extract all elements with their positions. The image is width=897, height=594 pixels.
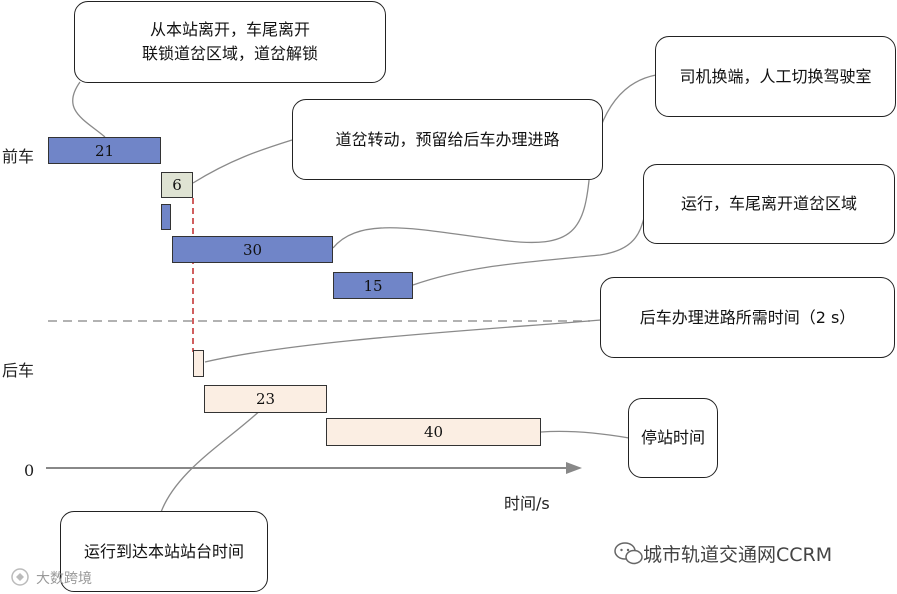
time-axis-arrow — [566, 462, 582, 474]
callout-arrive: 运行到达本站站台时间 — [60, 511, 268, 592]
bar-23: 23 — [204, 385, 327, 413]
bar-15: 15 — [333, 272, 413, 299]
connector-route-time — [204, 319, 602, 363]
wechat-icon — [614, 542, 643, 565]
axis-x-label: 时间/s — [504, 494, 550, 513]
callout-leave-station-line1: 从本站离开，车尾离开 — [149, 20, 310, 39]
callout-change-cab: 司机换端，人工切换驾驶室 — [655, 36, 896, 117]
connector-leave-station — [72, 81, 106, 138]
axis-zero-label: 0 — [24, 461, 35, 480]
connector-switch-turn — [192, 139, 293, 184]
callout-leave-station: 从本站离开，车尾离开 联锁道岔区域，道岔解锁 — [74, 1, 386, 83]
brand-logo-icon — [11, 568, 29, 586]
connector-change-cab — [332, 74, 657, 249]
callout-dwell: 停站时间 — [628, 398, 718, 478]
watermark-brand: 大数跨境 — [36, 571, 92, 587]
connector-dwell — [540, 430, 630, 439]
callout-leave-station-line2: 联锁道岔区域，道岔解锁 — [141, 44, 318, 63]
bar-30: 30 — [172, 236, 333, 263]
back-train-label: 后车 — [2, 361, 35, 380]
bar-6: 6 — [161, 172, 193, 198]
bar-40: 40 — [326, 418, 541, 446]
callout-switch-turn: 道岔转动，预留给后车办理进路 — [292, 99, 603, 180]
front-train-label: 前车 — [2, 147, 35, 166]
watermark-ccrm: 城市轨道交通网CCRM — [643, 544, 833, 566]
callout-run-clear: 运行，车尾离开道岔区域 — [643, 164, 895, 244]
bar-21: 21 — [48, 137, 161, 164]
connector-run-clear — [412, 217, 645, 286]
connector-arrive — [159, 405, 266, 516]
callout-route-time: 后车办理进路所需时间（2 s） — [600, 277, 895, 358]
bar-route-setting — [193, 350, 204, 377]
bar-small — [161, 204, 171, 230]
